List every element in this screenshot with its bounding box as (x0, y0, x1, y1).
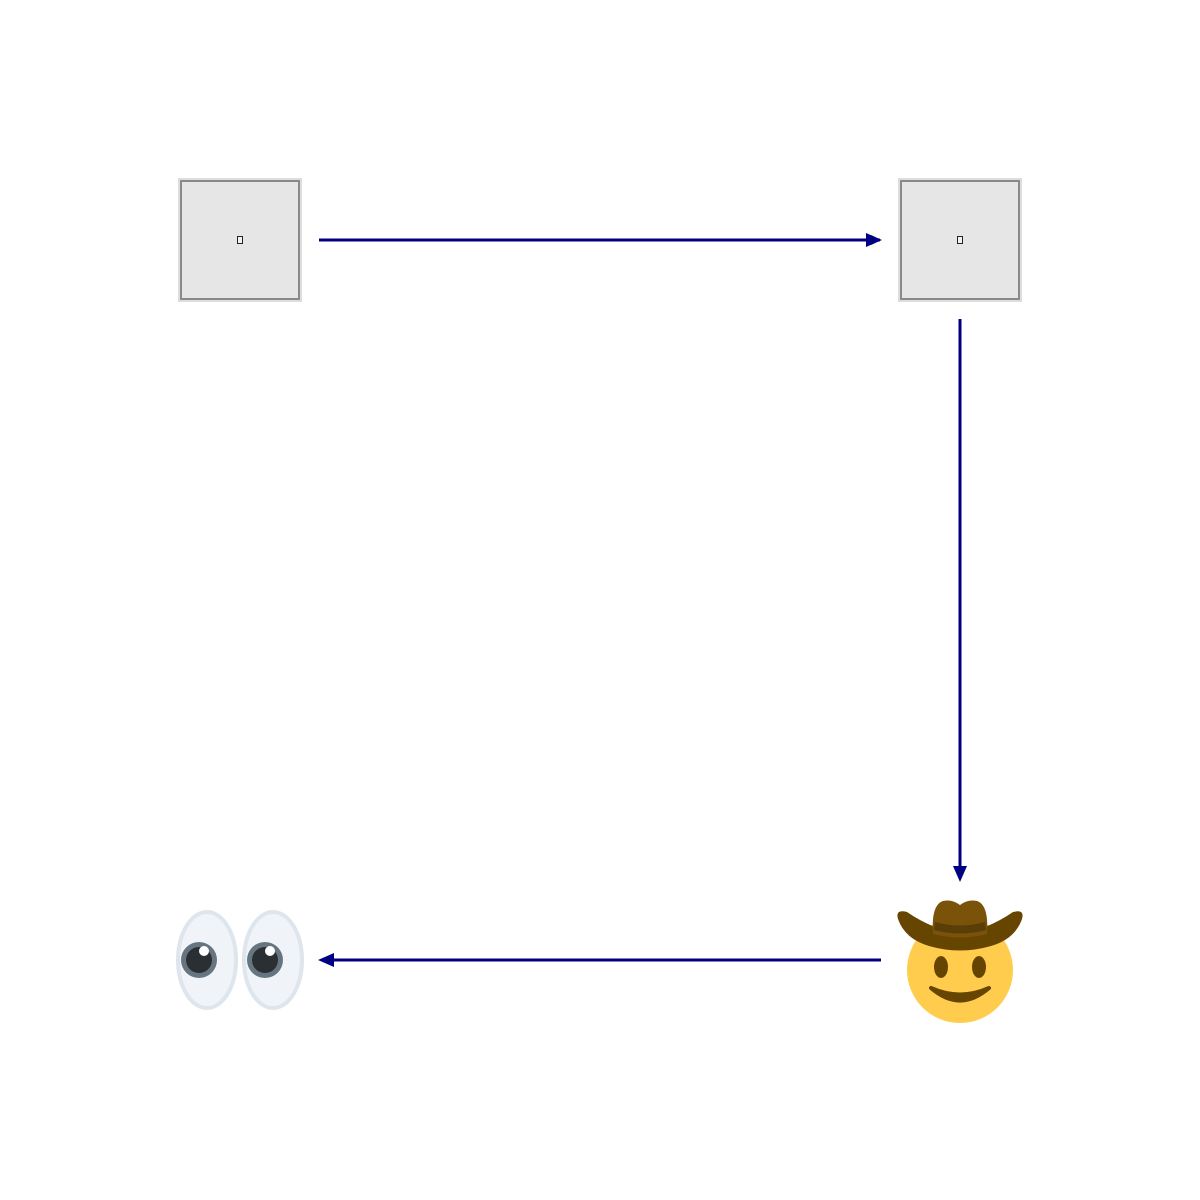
missing-glyph-icon (237, 236, 243, 244)
node-placeholder-box (898, 178, 1022, 302)
arrowhead-down (953, 866, 967, 882)
missing-glyph-icon (957, 236, 963, 244)
arrowhead-left (318, 953, 334, 967)
eyes-icon (176, 910, 304, 1010)
arrowhead-right (866, 233, 882, 247)
cowboy-hat-face-icon (897, 900, 1023, 1023)
node-placeholder-box (178, 178, 302, 302)
